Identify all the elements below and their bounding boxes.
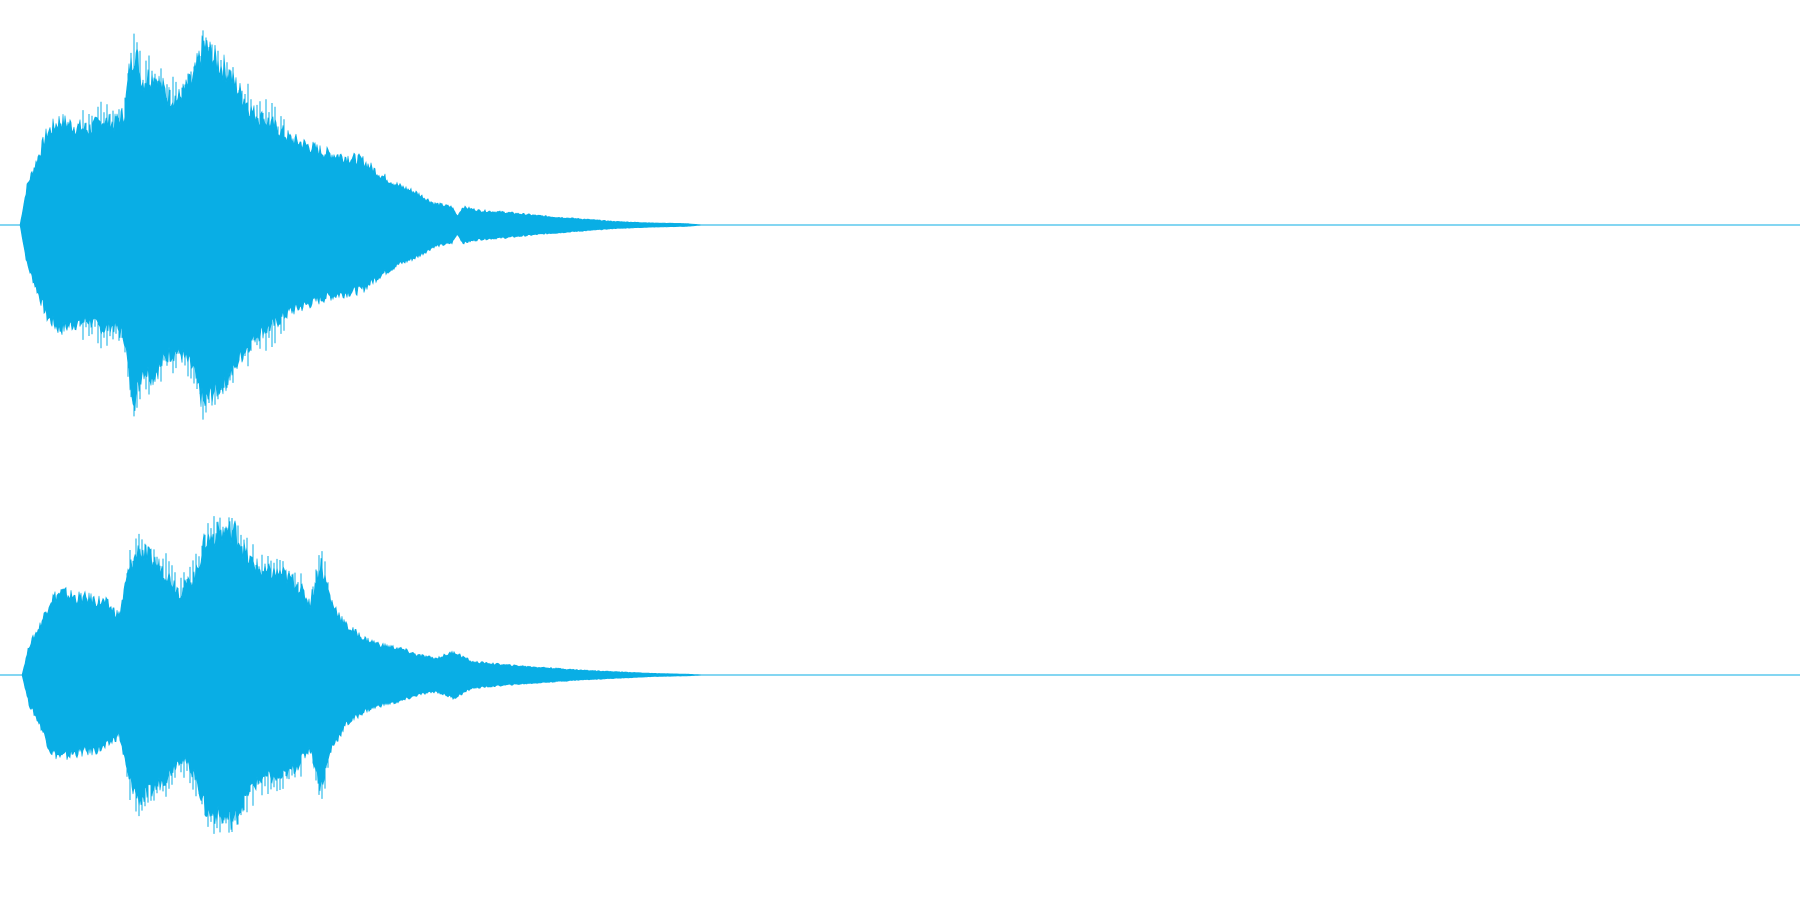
channel-2-waveform: [21, 520, 706, 830]
channel-1-waveform: [19, 35, 705, 412]
channel-1-track: [0, 30, 1800, 420]
channel-2-track: [0, 516, 1800, 834]
